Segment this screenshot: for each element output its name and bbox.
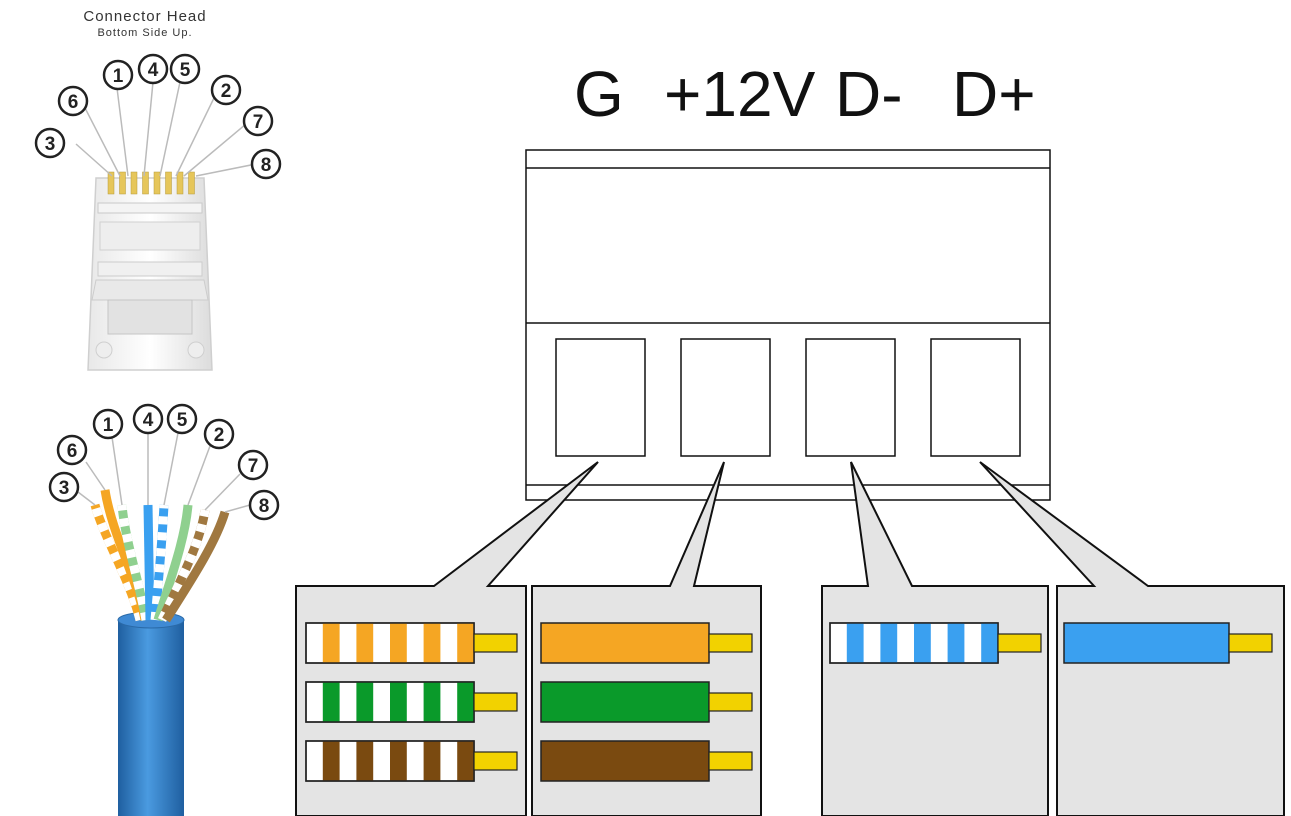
svg-text:8: 8 <box>261 155 272 176</box>
cable-pin-badge-7: 7 <box>237 449 269 481</box>
pin-contact <box>153 171 161 195</box>
wire-blue-solid <box>1063 622 1273 664</box>
pin-contact <box>176 171 184 195</box>
svg-text:2: 2 <box>221 81 232 102</box>
pin-contact <box>119 171 126 195</box>
wire-green-solid <box>540 681 753 723</box>
terminal-slot-12v <box>680 338 771 457</box>
svg-text:3: 3 <box>59 478 70 499</box>
ethernet-cable <box>90 489 230 816</box>
connector-head-title: Connector Head <box>83 8 207 25</box>
connector-head-subtitle: Bottom Side Up. <box>97 27 193 39</box>
terminal-label-d-minus: D- <box>835 58 903 130</box>
pin-badge-8: 8 <box>250 148 282 180</box>
svg-text:7: 7 <box>248 456 259 477</box>
terminal-wires <box>305 622 1273 782</box>
cable-pin-badge-6: 6 <box>56 434 88 466</box>
pin-contact <box>165 171 172 195</box>
svg-text:8: 8 <box>259 496 270 517</box>
wire-orange-solid <box>540 622 753 664</box>
cable-pin-badge-2: 2 <box>203 418 235 450</box>
wire-orange-striped <box>305 622 518 664</box>
pin-contact <box>107 171 115 195</box>
terminal-label-12v: +12V <box>664 58 816 130</box>
pin-badge-1: 1 <box>102 59 134 91</box>
svg-text:1: 1 <box>103 415 114 436</box>
pin-badge-2: 2 <box>210 74 242 106</box>
wire-brown-solid <box>540 740 753 782</box>
terminal-slot-d-plus <box>930 338 1021 457</box>
pin-badge-4: 4 <box>137 53 169 85</box>
pin-badge-5: 5 <box>169 53 201 85</box>
svg-text:4: 4 <box>143 410 154 431</box>
cable-pin-badge-8: 8 <box>248 489 280 521</box>
pin-contact <box>188 171 195 195</box>
terminal-slot-d-minus <box>805 338 896 457</box>
terminal-label-ground: G <box>574 58 624 130</box>
svg-text:1: 1 <box>113 66 124 87</box>
terminal-label-d-plus: D+ <box>952 58 1036 130</box>
terminal-slot-ground <box>555 338 646 457</box>
wire-blue-striped <box>829 622 1042 664</box>
svg-text:5: 5 <box>177 410 188 431</box>
cable-pin-badge-1: 1 <box>92 408 124 440</box>
cable-pin-badge-5: 5 <box>166 403 198 435</box>
svg-text:6: 6 <box>68 92 79 113</box>
svg-text:5: 5 <box>180 60 191 81</box>
pin-contact <box>142 171 149 195</box>
pin-callouts-cable: 3 6 1 4 5 2 7 8 <box>48 403 280 521</box>
svg-text:2: 2 <box>214 425 225 446</box>
svg-text:7: 7 <box>253 112 264 133</box>
svg-text:4: 4 <box>148 60 159 81</box>
svg-text:3: 3 <box>45 134 56 155</box>
pin-badge-7: 7 <box>242 105 274 137</box>
cable-pin-badge-3: 3 <box>48 471 80 503</box>
pin-badge-6: 6 <box>57 85 89 117</box>
wire-brown-striped <box>305 740 518 782</box>
terminal-block <box>525 149 1051 501</box>
wire-green-striped <box>305 681 518 723</box>
pin-badge-3: 3 <box>34 127 66 159</box>
pin-contact <box>130 171 138 195</box>
cable-pin-badge-4: 4 <box>132 403 164 435</box>
pin-callouts-head: 3 6 1 4 5 2 7 8 <box>34 53 282 180</box>
svg-text:6: 6 <box>67 441 78 462</box>
rj45-connector-head <box>87 171 213 371</box>
